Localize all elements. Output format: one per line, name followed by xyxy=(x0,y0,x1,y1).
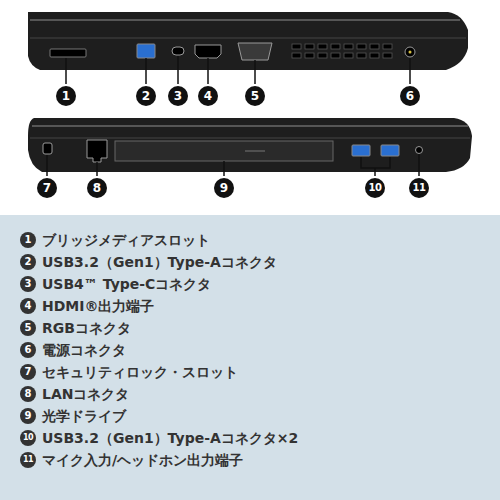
part-name: USB3.2（Gen1）Type-Aコネクタ×2 xyxy=(42,429,298,447)
callout-number: 5 xyxy=(245,86,265,106)
callout-number: 10 xyxy=(365,178,385,198)
callout-number: 11 xyxy=(20,452,36,468)
legend-panel: 1ブリッジメディアスロット2USB3.2（Gen1）Type-Aコネクタ3USB… xyxy=(0,215,500,500)
callout-number: 1 xyxy=(20,232,36,248)
part-name: セキュリティロック・スロット xyxy=(42,363,238,381)
callout-number: 9 xyxy=(20,408,36,424)
part-name: RGBコネクタ xyxy=(42,319,131,337)
callout-number: 8 xyxy=(87,178,107,198)
callout-number: 10 xyxy=(20,430,36,446)
part-name: LANコネクタ xyxy=(42,385,129,403)
callout-number: 4 xyxy=(198,86,218,106)
part-name: 電源コネクタ xyxy=(42,341,126,359)
callout-number: 7 xyxy=(37,178,57,198)
callout-number: 4 xyxy=(20,298,36,314)
callout-number: 7 xyxy=(20,364,36,380)
callout-number: 5 xyxy=(20,320,36,336)
part-name: ブリッジメディアスロット xyxy=(42,231,210,249)
callout-number: 8 xyxy=(20,386,36,402)
part-name: USB3.2（Gen1）Type-Aコネクタ xyxy=(42,253,277,271)
part-name: HDMI®出力端子 xyxy=(42,297,154,315)
part-name: 光学ドライブ xyxy=(42,407,126,425)
callout-number: 6 xyxy=(400,86,420,106)
callout-number: 11 xyxy=(409,178,429,198)
callout-number: 3 xyxy=(20,276,36,292)
callout-number: 3 xyxy=(168,86,188,106)
callout-number: 2 xyxy=(136,86,156,106)
callout-number: 1 xyxy=(56,86,76,106)
callout-number: 6 xyxy=(20,342,36,358)
callout-number: 9 xyxy=(214,178,234,198)
part-name: マイク入力/ヘッドホン出力端子 xyxy=(42,451,243,469)
part-name: USB4™ Type-Cコネクタ xyxy=(42,275,211,293)
callout-number: 2 xyxy=(20,254,36,270)
